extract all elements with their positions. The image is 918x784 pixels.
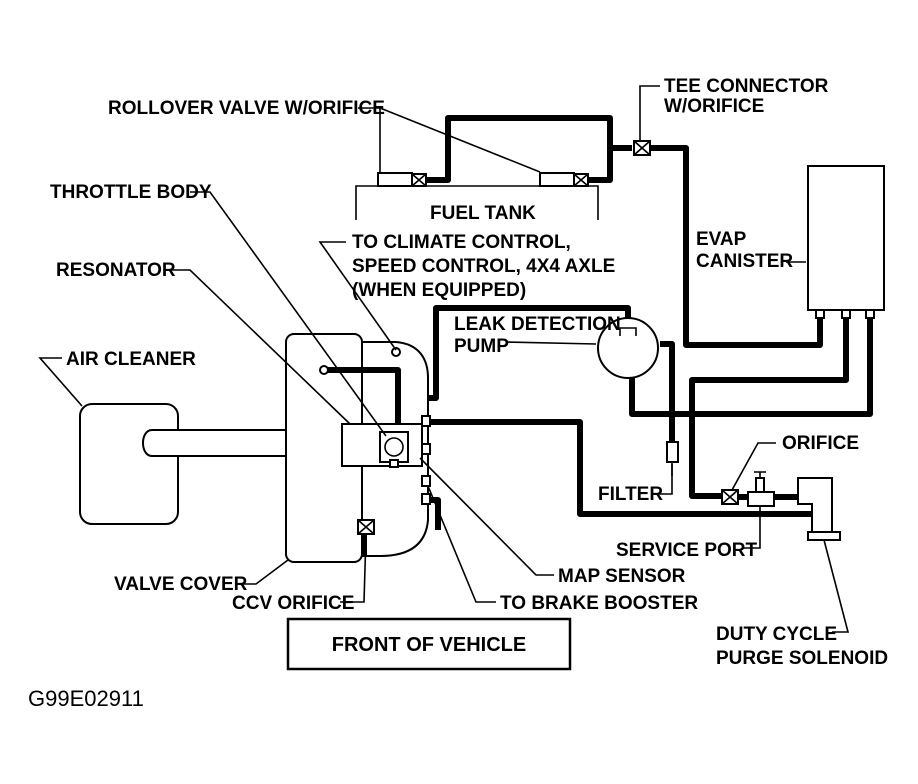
manifold-port-4 <box>421 493 431 505</box>
manifold-port-2 <box>421 443 431 455</box>
purge-hose <box>424 419 814 517</box>
orifice-label: ORIFICE <box>782 433 859 454</box>
climate-label-line1: TO CLIMATE CONTROL, <box>352 232 571 253</box>
fuel-tank: FUEL TANK <box>355 185 599 224</box>
ccv-orifice-label: CCV ORIFICE <box>232 593 354 614</box>
canister-vent-hose <box>629 318 873 417</box>
rollover-valve-label: ROLLOVER VALVE W/ORIFICE <box>108 98 385 119</box>
climate-vacuum-hose <box>324 367 401 424</box>
evap-canister <box>807 165 885 319</box>
tee-connector-label-line1: TEE CONNECTOR <box>664 76 829 97</box>
air-cleaner <box>79 403 179 525</box>
tee-to-canister-hose <box>650 145 823 348</box>
leak-detection-label-line1: LEAK DETECTION <box>454 314 621 335</box>
duty-cycle-label-line1: DUTY CYCLE <box>716 624 837 645</box>
figure-id: G99E02911 <box>28 686 144 711</box>
tank-vent-hose-left <box>426 115 632 183</box>
purge-solenoid <box>797 477 841 541</box>
throttle-body-label: THROTTLE BODY <box>50 182 212 203</box>
climate-label-line2: SPEED CONTROL, 4X4 AXLE <box>352 256 615 277</box>
rollover-valve-left <box>377 172 427 187</box>
service-port-label: SERVICE PORT <box>616 540 758 561</box>
fuel-tank-label: FUEL TANK <box>430 203 536 224</box>
leader-lines <box>38 85 850 633</box>
air-cleaner-label: AIR CLEANER <box>66 349 196 370</box>
evap-canister-label-line1: EVAP <box>696 229 747 250</box>
front-of-vehicle-box: FRONT OF VEHICLE <box>286 617 572 671</box>
map-sensor-label: MAP SENSOR <box>558 566 686 587</box>
tee-connector-label-line2: W/ORIFICE <box>664 96 764 117</box>
canister-to-pump-hose <box>689 318 849 499</box>
leak-detection-label-line2: PUMP <box>454 336 509 357</box>
tee-connector <box>633 140 651 156</box>
climate-port <box>319 365 329 375</box>
climate-fitting <box>391 347 401 357</box>
evap-canister-label-line2: CANISTER <box>696 251 793 272</box>
rollover-valve-right <box>539 172 589 187</box>
ccv-orifice <box>357 519 375 535</box>
throttle-body <box>379 431 409 468</box>
filter-label: FILTER <box>598 484 663 505</box>
orifice <box>721 489 739 505</box>
service-port <box>747 471 775 507</box>
pump-vacuum-hose <box>424 305 631 401</box>
manifold-port-1 <box>421 415 431 427</box>
duty-cycle-label-line2: PURGE SOLENOID <box>716 648 888 669</box>
resonator-label: RESONATOR <box>56 260 176 281</box>
tank-vent-hose-right <box>588 148 613 183</box>
valve-cover-label: VALVE COVER <box>114 574 248 595</box>
pump-filter-hose <box>660 341 675 442</box>
climate-label-line3: (WHEN EQUIPPED) <box>352 280 526 301</box>
brake-booster-label: TO BRAKE BOOSTER <box>500 593 698 614</box>
front-of-vehicle-label: FRONT OF VEHICLE <box>332 634 526 656</box>
manifold-port-3 <box>421 475 431 487</box>
